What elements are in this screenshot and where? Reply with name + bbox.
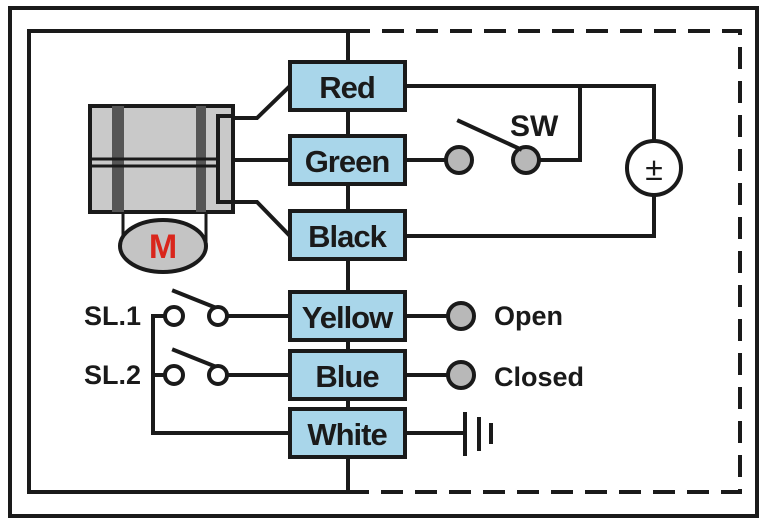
terminal-yellow: Yellow [288,290,407,342]
power-source-label: ± [645,151,663,187]
sl2-label: SL.2 [84,360,141,390]
terminal-blue: Blue [288,349,407,401]
inner-frame-solid [27,29,350,494]
open-label: Open [494,301,563,331]
closed-label: Closed [494,362,584,392]
closed-contact [446,360,476,390]
sl2-contact-right [207,364,229,386]
terminal-white-label: White [307,417,387,452]
terminal-red: Red [288,60,407,112]
sw-label: SW [510,110,559,143]
terminal-black: Black [288,209,407,261]
actuator-gearbox [88,104,235,214]
wire-black-to-motor [231,200,293,239]
wire-source-to-black [403,193,656,238]
terminal-green-label: Green [305,144,390,179]
open-contact [446,301,476,331]
sl1-contact-left [163,305,185,327]
sl2-lever [171,347,217,369]
ground-icon [463,412,493,456]
wire-sw-right [539,84,582,162]
terminal-green: Green [288,134,407,186]
terminal-yellow-label: Yellow [302,300,394,335]
sw-contact-left [444,145,474,175]
sl1-contact-right [207,305,229,327]
sl1-lever [171,288,217,310]
terminal-white: White [288,407,407,459]
terminal-red-label: Red [319,70,375,105]
sl2-contact-left [163,364,185,386]
terminal-blue-label: Blue [315,359,379,394]
terminal-black-label: Black [308,219,387,254]
sl1-label: SL.1 [84,301,141,331]
wire-red-to-motor [231,83,293,120]
outer-frame [8,6,759,518]
wire-red-to-source [403,84,656,143]
motor: M [118,218,208,274]
sw-contact-right [511,145,541,175]
inner-frame-dashed [348,29,742,494]
sw-lever [456,118,523,152]
motor-label: M [149,228,177,266]
